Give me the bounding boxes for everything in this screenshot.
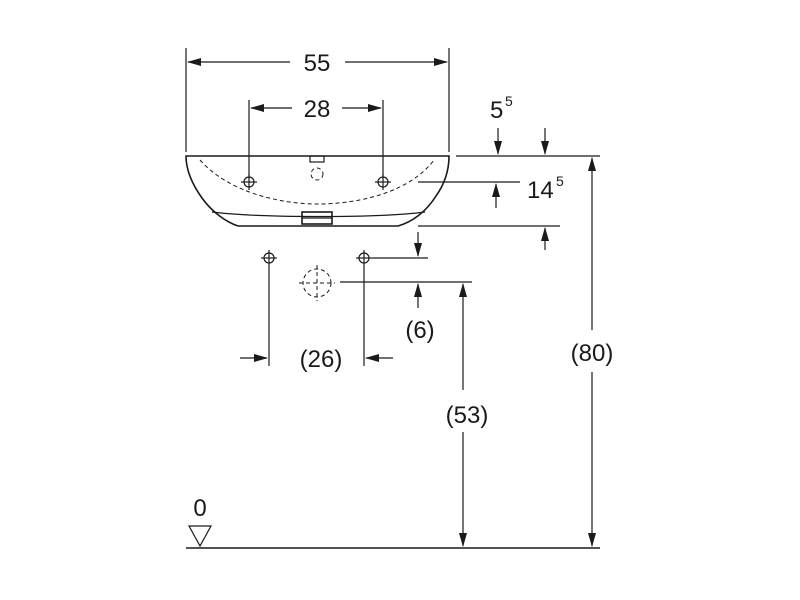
dimension-rim-offset: 5 5 xyxy=(456,93,600,157)
floor-level-label: 0 xyxy=(193,495,206,522)
dimension-label-drain-offset: (6) xyxy=(405,317,434,344)
floor-level-marker: 0 xyxy=(187,495,213,548)
dimension-total-height: (80) xyxy=(571,157,614,547)
tap-hole-right-icon xyxy=(375,174,391,190)
washbasin-outline xyxy=(185,155,450,227)
dimension-label-rim-offset: 5 xyxy=(490,97,503,124)
dimension-label-total-height: (80) xyxy=(571,340,614,367)
dimension-label-width-total: 55 xyxy=(304,50,331,77)
supply-pipe-left-icon xyxy=(261,250,277,366)
dimension-width-total: 55 xyxy=(185,48,450,152)
dimension-label-basin-depth: 14 xyxy=(527,177,554,204)
dimension-hole-spacing: 28 xyxy=(248,96,384,176)
dimension-label-pipe-spacing: (26) xyxy=(300,346,343,373)
dimension-drain-offset: (6) xyxy=(405,232,435,344)
supply-pipe-right-icon xyxy=(356,250,428,366)
dimension-drain-height: (53) xyxy=(446,283,489,547)
dimension-label-hole-spacing: 28 xyxy=(304,96,331,123)
dimension-label-drain-height: (53) xyxy=(446,402,489,429)
dimension-label-rim-offset-sup: 5 xyxy=(505,93,513,109)
drain-pipe-icon xyxy=(299,265,472,301)
tap-hole-left-icon xyxy=(241,174,257,190)
dimension-label-basin-depth-sup: 5 xyxy=(556,173,564,189)
dimension-pipe-spacing: (26) xyxy=(240,346,393,373)
dimension-basin-depth: 14 5 xyxy=(418,173,564,250)
